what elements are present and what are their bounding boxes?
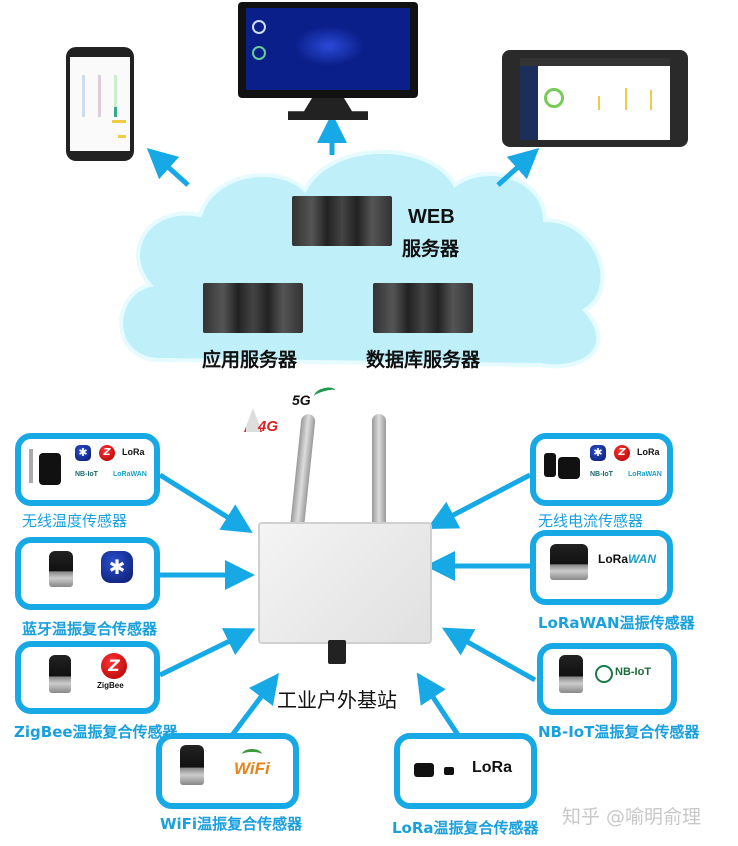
label-zigbee-vib: ZigBee温振复合传感器 (14, 723, 178, 741)
vib-sensor-icon (180, 745, 204, 785)
antenna-right (372, 414, 386, 526)
lorawan-logo-wan: WAN (628, 552, 656, 566)
web-server-title: WEB (408, 206, 455, 228)
sensor-card-nbiot-vib[interactable]: NB-IoT (537, 643, 677, 715)
badge-5g: 5G (292, 392, 311, 408)
arrow-wireless-current (426, 472, 532, 529)
temp-probe-icon (29, 449, 33, 483)
sensor-card-lora-vib[interactable]: LoRa (394, 733, 537, 809)
monitor-device (238, 2, 418, 98)
arrow-to-phone (146, 147, 190, 187)
sensor-card-bluetooth-vib[interactable]: ✱ (15, 537, 160, 610)
gateway-connector (328, 640, 346, 664)
nbiot-logo: NB-IoT (615, 666, 652, 678)
cloud-shape (119, 149, 605, 369)
web-server-icon (292, 196, 392, 246)
zigbee-logo: Z (101, 653, 127, 679)
lorawan-logo-lora: LoRa (598, 552, 628, 566)
sensor-card-lorawan-vib[interactable]: LoRaWAN (530, 530, 673, 605)
zigbee-logo: Z (614, 445, 630, 461)
sensor-body-icon (558, 457, 580, 479)
db-server-icon (373, 283, 473, 333)
sensor-card-wireless-temp[interactable]: ✱ Z LoRa NB-IoT LoRaWAN (15, 433, 160, 506)
nbiot-logo: NB-IoT (75, 471, 98, 478)
label-nbiot-vib: NB-IoT温振复合传感器 (538, 723, 700, 741)
arrow-to-tablet (496, 147, 540, 187)
bluetooth-logo: ✱ (590, 445, 606, 461)
current-clamp-icon (544, 453, 556, 477)
nbiot-globe-icon (595, 665, 613, 683)
app-server-icon (203, 283, 303, 333)
zigbee-logo-text: ZigBee (97, 681, 124, 690)
gateway-device (258, 522, 432, 644)
bluetooth-logo: ✱ (101, 551, 133, 583)
bluetooth-logo: ✱ (75, 445, 91, 461)
watermark: 知乎 @喻明俞理 (562, 806, 702, 828)
arrow-zigbee-vib (158, 628, 256, 678)
lora-sensor-icon (414, 763, 434, 777)
zigbee-logo: Z (99, 445, 115, 461)
lorawan-logo: LoRaWAN (628, 471, 662, 478)
vib-sensor-icon (550, 544, 588, 580)
arrow-lora-vib (416, 672, 463, 740)
lorawan-logo: LoRaWAN (598, 552, 656, 566)
app-server-label: 应用服务器 (202, 349, 298, 371)
wifi-signal-icon (242, 749, 262, 760)
label-lora-vib: LoRa温振复合传感器 (392, 819, 539, 837)
tablet-device (502, 50, 688, 147)
gateway-label: 工业户外基站 (277, 688, 397, 712)
arrow-wifi-vib (228, 673, 280, 740)
label-lorawan-vib: LoRaWAN温振传感器 (538, 614, 695, 632)
phone-device (66, 47, 134, 161)
lora-logo: LoRa (122, 447, 145, 457)
lora-logo: LoRa (472, 759, 512, 776)
web-server-subtitle: 服务器 (402, 238, 460, 260)
label-bluetooth-vib: 蓝牙温振复合传感器 (22, 620, 158, 638)
sensor-body-icon (39, 453, 61, 485)
label-wifi-vib: WiFi温振复合传感器 (160, 815, 303, 833)
vib-sensor-icon (49, 551, 73, 587)
sensor-card-wifi-vib[interactable]: WiFi (156, 733, 299, 809)
arrow-nbiot-vib (441, 627, 537, 683)
lora-logo: LoRa (637, 447, 660, 457)
wifi-logo: WiFi (234, 759, 270, 778)
arrow-wireless-temp (158, 472, 253, 533)
label-wireless-temp: 无线温度传感器 (22, 512, 128, 530)
db-server-label: 数据库服务器 (366, 349, 481, 371)
label-wireless-current: 无线电流传感器 (538, 512, 644, 530)
vib-sensor-icon (559, 655, 583, 693)
lora-probe-icon (444, 767, 454, 775)
sensor-card-zigbee-vib[interactable]: Z ZigBee (15, 641, 160, 714)
sensor-card-wireless-current[interactable]: ✱ Z LoRa NB-IoT LoRaWAN (530, 433, 673, 506)
nbiot-logo: NB-IoT (590, 471, 613, 478)
vib-sensor-icon (49, 655, 71, 693)
lorawan-logo: LoRaWAN (113, 471, 147, 478)
badge-4g: 4G (258, 418, 279, 435)
